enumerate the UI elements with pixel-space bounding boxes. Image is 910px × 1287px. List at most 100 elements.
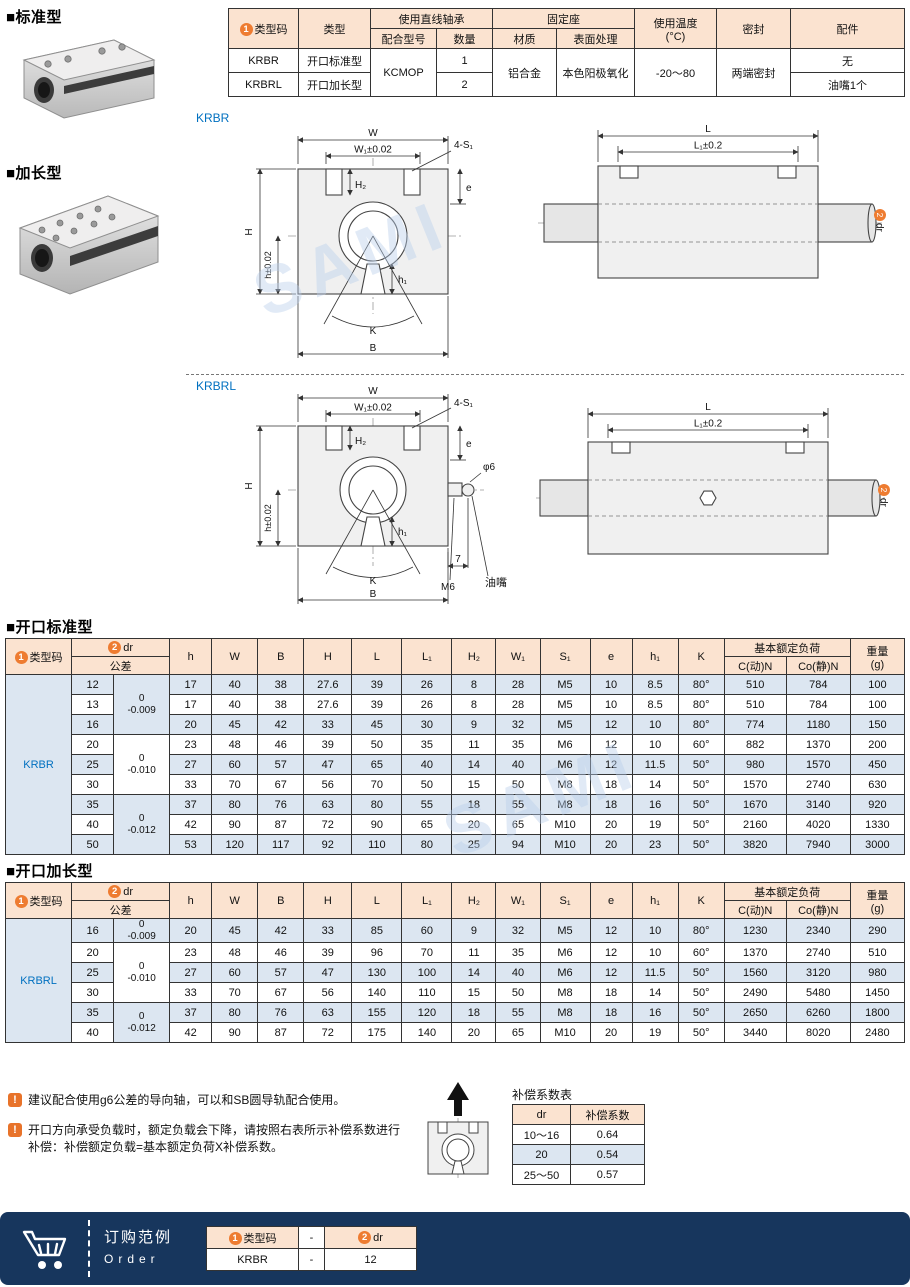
dim-label-dr: dr bbox=[878, 498, 889, 508]
col-header-W1: W₁ bbox=[495, 638, 541, 675]
spec-value-cell: 40 bbox=[401, 754, 453, 775]
tolerance-cell: 0 -0.012 bbox=[113, 1002, 171, 1043]
standard-type-product-image bbox=[22, 39, 156, 119]
spec-value-cell: 45 bbox=[351, 714, 403, 735]
col-header-H2: H₂ bbox=[451, 882, 497, 919]
spec-value-cell: 12 bbox=[589, 714, 633, 735]
spec-value-cell: M5 bbox=[539, 674, 591, 695]
dr-value-cell: 40 bbox=[71, 814, 115, 835]
spec-value-cell: 5480 bbox=[785, 982, 851, 1003]
col-header-H: H bbox=[303, 882, 353, 919]
badge-1: 1 bbox=[228, 1231, 242, 1245]
spec-value-cell: 33 bbox=[303, 714, 353, 735]
spec-value-cell: M8 bbox=[539, 794, 591, 815]
spec-value-cell: 47 bbox=[303, 754, 353, 775]
bearing-block-front bbox=[297, 425, 475, 547]
spec-value-cell: 56 bbox=[303, 982, 353, 1003]
dr-value-cell: 50 bbox=[71, 834, 115, 855]
col-header-W1: W₁ bbox=[495, 882, 541, 919]
col-header-h: h bbox=[169, 638, 213, 675]
spec-value-cell: 980 bbox=[723, 754, 787, 775]
col-header-B: B bbox=[257, 882, 305, 919]
tolerance-cell: 0 -0.009 bbox=[113, 918, 171, 943]
dim-label-h: h±0.02 bbox=[263, 251, 273, 278]
spec-value-cell: 35 bbox=[495, 734, 541, 755]
badge-1: 1 bbox=[14, 650, 28, 664]
spec-value-cell: 10 bbox=[631, 734, 679, 755]
section-heading-standard: ■标准型 bbox=[6, 9, 63, 26]
spec-value-cell: 70 bbox=[401, 942, 453, 963]
col-header-W: W bbox=[211, 882, 259, 919]
section-heading-extended: ■加长型 bbox=[6, 165, 63, 182]
col-header-dr: dr bbox=[512, 1104, 571, 1125]
spec-value-cell: M6 bbox=[539, 754, 591, 775]
spec-value-cell: 50° bbox=[677, 962, 725, 983]
spec-value-cell: 16 bbox=[631, 794, 679, 815]
note-2: ! 开口方向承受负载时，额定负载会下降，请按照右表所示补偿系数进行补偿：补偿额定… bbox=[8, 1122, 404, 1156]
dim-label-H: H bbox=[244, 228, 255, 235]
krbr-side-view-drawing: L L₁±0.2 2 dr bbox=[538, 124, 886, 279]
type-code-cell: KRBRL bbox=[4, 918, 73, 1043]
spec-value-cell: 1370 bbox=[785, 734, 851, 755]
dim-label-m6: M6 bbox=[441, 582, 455, 593]
spec-value-cell: 980 bbox=[849, 962, 906, 983]
dim-label-h2: H₂ bbox=[355, 436, 366, 447]
col-header-qty: 数量 bbox=[436, 28, 493, 49]
spec-value-cell: 9 bbox=[451, 918, 497, 943]
spec-value-cell: 85 bbox=[351, 918, 403, 943]
spec-value-cell: 11 bbox=[451, 734, 497, 755]
grease-nipple-label: 油嘴 bbox=[485, 575, 507, 589]
type-code-cell: KRBR bbox=[4, 674, 73, 855]
krbrl-side-view-drawing: L L₁±0.2 2 dr bbox=[536, 402, 890, 555]
spec-value-cell: 50 bbox=[351, 734, 403, 755]
spec-value-cell: 28 bbox=[495, 674, 541, 695]
col-header-L: L bbox=[351, 638, 403, 675]
spec-value-cell: 140 bbox=[351, 982, 403, 1003]
spec-value-cell: 1450 bbox=[849, 982, 906, 1003]
bearing-block-front bbox=[297, 168, 449, 295]
spec-value-cell: 18 bbox=[589, 1002, 633, 1023]
spec-value-cell: 63 bbox=[303, 1002, 353, 1023]
spec-value-cell: 784 bbox=[785, 694, 851, 715]
spec-value-cell: 18 bbox=[589, 794, 633, 815]
spec-value-cell: 32 bbox=[495, 918, 541, 943]
note-text: 开口方向承受负载时，额定负载会下降，请按照右表所示补偿系数进行补偿：补偿额定负载… bbox=[28, 1123, 401, 1154]
spec-value-cell: 80° bbox=[677, 674, 725, 695]
col-header-W: W bbox=[211, 638, 259, 675]
spec-value-cell: 510 bbox=[723, 674, 787, 695]
spec-value-cell: 150 bbox=[849, 714, 906, 735]
spec-value-cell: 20 bbox=[169, 714, 213, 735]
spec-value-cell: 55 bbox=[495, 794, 541, 815]
col-header-L1: L₁ bbox=[401, 882, 453, 919]
spec-value-cell: 28 bbox=[495, 694, 541, 715]
spec-value-cell: M10 bbox=[539, 1022, 591, 1043]
spec-value-cell: M6 bbox=[539, 962, 591, 983]
spec-value-cell: 20 bbox=[589, 1022, 633, 1043]
spec-value-cell: 35 bbox=[495, 942, 541, 963]
spec-value-cell: 60° bbox=[677, 734, 725, 755]
spec-value-cell: 50° bbox=[677, 1002, 725, 1023]
dim-label-w1: W₁±0.02 bbox=[354, 403, 392, 414]
spec-value-cell: 39 bbox=[303, 734, 353, 755]
spec-value-cell: 87 bbox=[257, 814, 305, 835]
spec-value-cell: 18 bbox=[451, 794, 497, 815]
spec-value-cell: 2490 bbox=[723, 982, 787, 1003]
spec-value-cell: 920 bbox=[849, 794, 906, 815]
spec-value-cell: 45 bbox=[211, 918, 259, 943]
spec-value-cell: 110 bbox=[351, 834, 403, 855]
spec-value-cell: 57 bbox=[257, 754, 305, 775]
spec-value-cell: 47 bbox=[303, 962, 353, 983]
spec-value-cell: 76 bbox=[257, 794, 305, 815]
dim-label-b: B bbox=[370, 589, 377, 600]
spec-value-cell: 19 bbox=[631, 1022, 679, 1043]
qty-cell: 2 bbox=[436, 72, 493, 97]
